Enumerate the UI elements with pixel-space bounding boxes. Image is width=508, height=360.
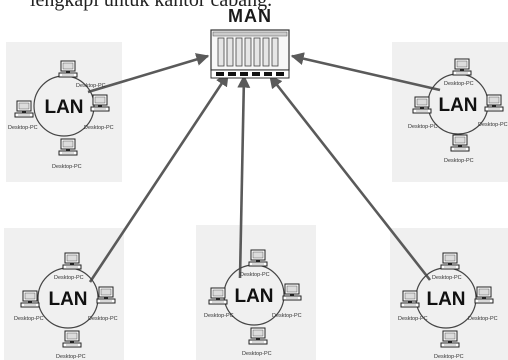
desktop-pc-icon (400, 290, 420, 308)
lan-label: LAN (48, 289, 87, 310)
background-panels (4, 42, 508, 360)
man-slots (217, 37, 279, 67)
pc-label: Desktop-PC (444, 81, 474, 87)
desktop-pc-icon (96, 286, 116, 304)
pc-label: Desktop-PC (398, 316, 428, 322)
desktop-pc-icon (452, 58, 472, 76)
desktop-pc-icon (90, 94, 110, 112)
desktop-pc-icon (14, 100, 34, 118)
desktop-pc-icon (58, 60, 78, 78)
pc-label: Desktop-PC (76, 83, 106, 89)
desktop-pc-icon (62, 330, 82, 348)
desktop-pc-icon (208, 287, 228, 305)
pc-label: Desktop-PC (408, 124, 438, 130)
connection-lines (87, 52, 441, 283)
pc-label: Desktop-PC (434, 354, 464, 360)
pc-label: Desktop-PC (272, 313, 302, 319)
lan-label: LAN (438, 95, 477, 116)
link-bottom-right (268, 74, 432, 281)
lan-cluster: LAN Desktop-PC Desktop-PC Desktop-PC Des… (14, 252, 118, 360)
desktop-pc-icon (450, 134, 470, 152)
desktop-pc-icon (474, 286, 494, 304)
pc-label: Desktop-PC (88, 316, 118, 322)
desktop-pc-icon (412, 96, 432, 114)
lan-cluster: LAN Desktop-PC Desktop-PC Desktop-PC Des… (204, 249, 302, 357)
pc-label: Desktop-PC (478, 122, 508, 128)
pc-label: Desktop-PC (468, 316, 498, 322)
lan-label: LAN (426, 289, 465, 310)
desktop-pc-icon (440, 330, 460, 348)
lan-label: LAN (44, 97, 83, 118)
lan-cluster: LAN Desktop-PC Desktop-PC Desktop-PC Des… (398, 252, 498, 360)
desktop-pc-icon (484, 94, 504, 112)
desktop-pc-icon (282, 283, 302, 301)
link-top-left (87, 53, 210, 94)
link-bottom-center (237, 74, 251, 279)
caption-text: lengkapi untuk kantor cabang. (30, 0, 272, 11)
pc-label: Desktop-PC (242, 351, 272, 357)
pc-label: Desktop-PC (14, 316, 44, 322)
pc-label: Desktop-PC (56, 354, 86, 360)
man-node: MAN (210, 6, 290, 79)
desktop-pc-icon (440, 252, 460, 270)
man-ports (216, 72, 284, 76)
desktop-pc-icon (248, 327, 268, 345)
desktop-pc-icon (20, 290, 40, 308)
pc-label: Desktop-PC (54, 275, 84, 281)
desktop-pc-icon (58, 138, 78, 156)
desktop-pc-icon (248, 249, 268, 267)
lan-cluster: LAN Desktop-PC Desktop-PC Desktop-PC Des… (8, 60, 114, 170)
pc-label: Desktop-PC (444, 158, 474, 164)
lan-label: LAN (234, 286, 273, 307)
man-label: MAN (228, 6, 272, 26)
pc-label: Desktop-PC (52, 164, 82, 170)
link-bottom-left (88, 72, 230, 283)
pc-label: Desktop-PC (84, 125, 114, 131)
pc-label: Desktop-PC (240, 272, 270, 278)
link-top-right (290, 52, 441, 92)
pc-label: Desktop-PC (8, 125, 38, 131)
lan-cluster: LAN Desktop-PC Desktop-PC Desktop-PC Des… (408, 58, 508, 164)
pc-label: Desktop-PC (204, 313, 234, 319)
pc-label: Desktop-PC (432, 275, 462, 281)
desktop-pc-icon (62, 252, 82, 270)
